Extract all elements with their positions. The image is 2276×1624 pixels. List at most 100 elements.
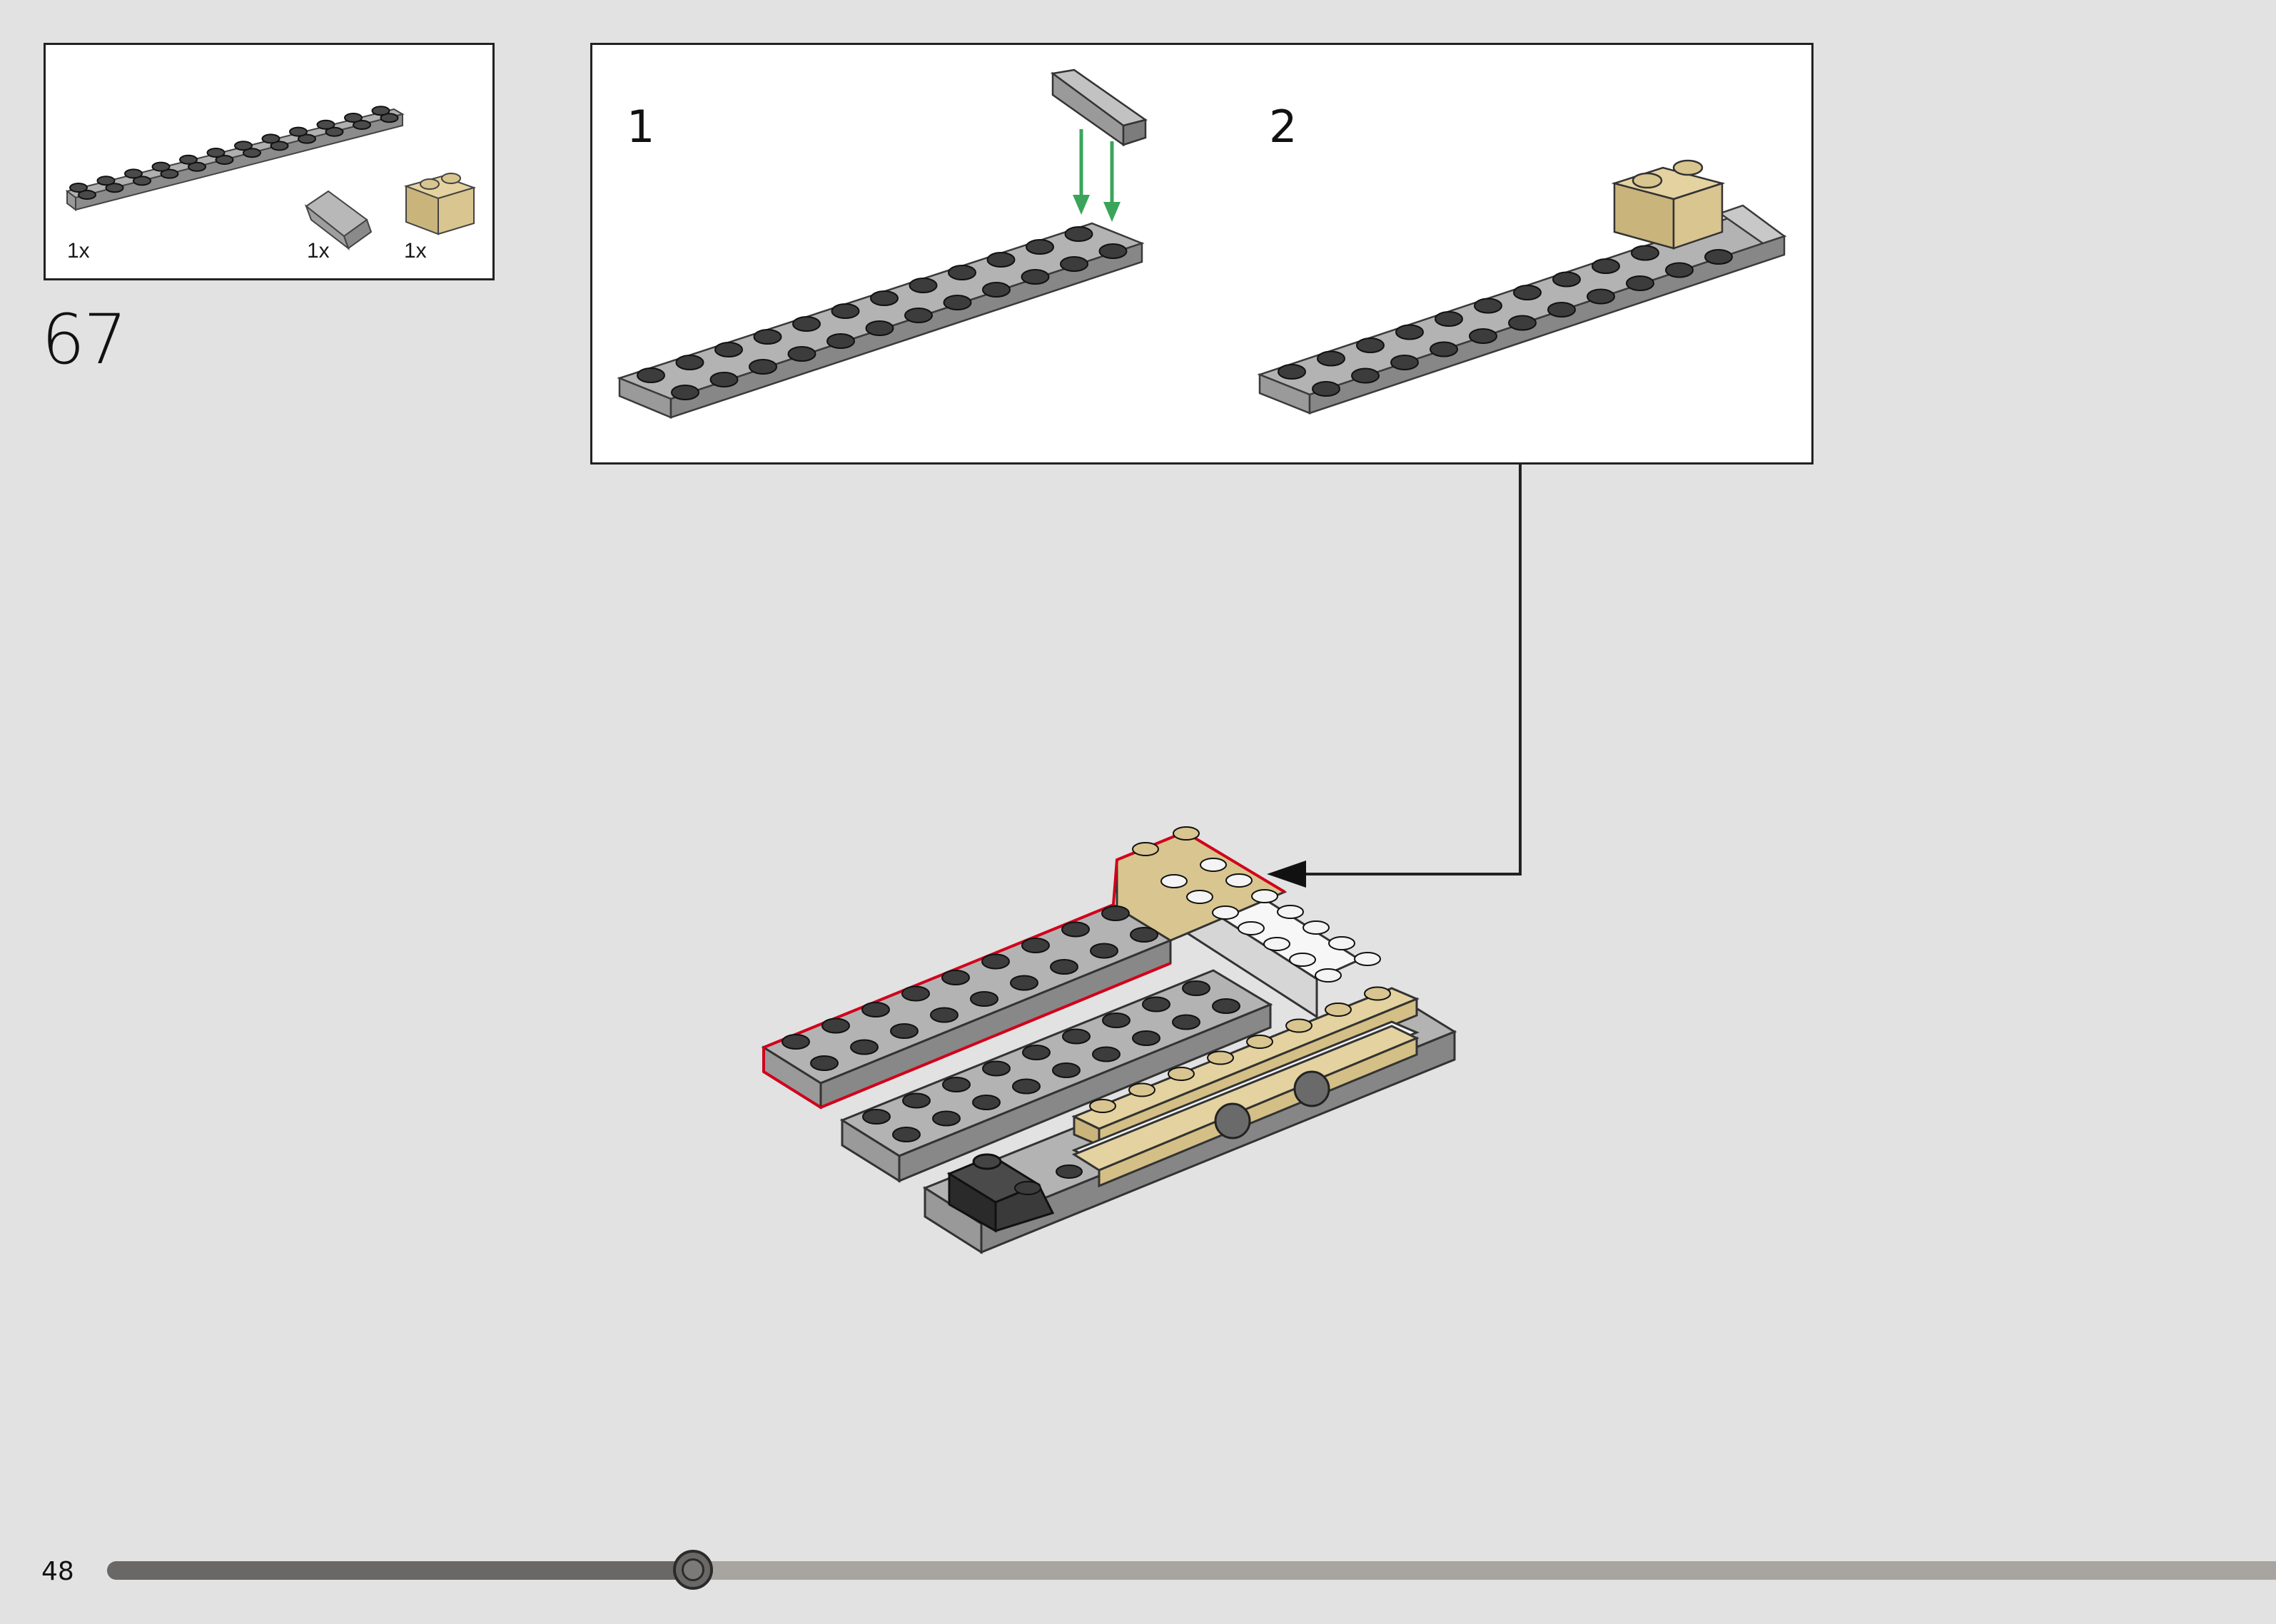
stud — [1026, 239, 1054, 255]
stud — [151, 161, 171, 172]
stud — [1128, 1082, 1155, 1097]
stud — [753, 329, 782, 345]
middle-grey-plate — [839, 969, 1273, 1183]
substep-1-plate — [617, 222, 1145, 419]
stud — [1277, 905, 1304, 919]
stud — [862, 1109, 891, 1125]
stud — [1014, 1181, 1041, 1195]
stud — [782, 1034, 810, 1050]
part-qty-brick: 1x — [404, 239, 427, 263]
page-number: 48 — [41, 1557, 74, 1586]
stud — [902, 1092, 931, 1109]
stud — [792, 316, 821, 332]
stud — [970, 991, 998, 1007]
stud — [1312, 381, 1340, 397]
step-number: 67 — [41, 300, 127, 380]
stud — [1263, 937, 1290, 951]
callout-leader-line — [1285, 465, 1522, 876]
stud — [1351, 367, 1380, 384]
slope-tile-part — [304, 190, 373, 250]
stud — [831, 303, 860, 319]
stud — [1207, 1050, 1234, 1065]
stud — [1089, 1099, 1116, 1113]
stud — [1212, 998, 1240, 1014]
stud — [1012, 1078, 1041, 1095]
stud — [1130, 927, 1158, 943]
stud — [787, 346, 816, 362]
part-qty-slope: 1x — [307, 239, 330, 263]
stud — [709, 372, 739, 387]
stud — [850, 1039, 879, 1055]
stud — [1010, 975, 1038, 991]
stud — [942, 1077, 971, 1092]
stud — [215, 155, 234, 165]
stud — [1022, 1045, 1051, 1060]
stud — [353, 120, 371, 130]
stud — [1303, 920, 1330, 935]
parts-list-box: 1x 1x 1x — [44, 43, 495, 280]
stud — [1704, 249, 1733, 265]
stud — [948, 265, 976, 280]
stud — [1395, 324, 1424, 340]
stud — [1212, 905, 1239, 920]
tan-rail-assembly — [1071, 987, 1420, 1188]
stud — [671, 385, 699, 400]
green-placement-arrows — [1073, 129, 1121, 222]
stud — [1021, 938, 1050, 953]
stud — [1050, 959, 1078, 975]
stud — [637, 367, 665, 383]
part-qty-plate: 1x — [67, 239, 90, 263]
stud — [865, 320, 894, 336]
stud — [930, 1007, 959, 1023]
parts-illustration — [65, 106, 477, 250]
stud — [821, 1017, 850, 1034]
stud — [890, 1023, 919, 1039]
stud — [982, 282, 1011, 298]
stud — [371, 106, 390, 116]
stud — [1289, 953, 1316, 967]
progress-bar-fill — [107, 1561, 693, 1580]
substep-number-1: 1 — [627, 101, 655, 153]
stud — [810, 1055, 839, 1071]
highlighted-new-plate — [761, 830, 1288, 1110]
stud — [892, 1127, 921, 1142]
stud — [1285, 1018, 1313, 1033]
stud — [160, 168, 179, 179]
stud — [243, 148, 261, 158]
substep-1-slope-piece — [1050, 68, 1148, 147]
stud — [1098, 243, 1128, 259]
stud — [1592, 258, 1620, 274]
stud — [861, 1002, 890, 1017]
stud — [1251, 889, 1278, 903]
stud — [380, 113, 399, 123]
substep-2-plate — [1257, 204, 1787, 415]
stud — [1092, 1046, 1121, 1062]
stud — [749, 359, 777, 375]
stud — [1547, 302, 1576, 318]
stud — [981, 953, 1010, 970]
stud — [1186, 890, 1213, 904]
stud — [289, 126, 308, 137]
stud — [1060, 256, 1088, 272]
stud — [1430, 341, 1458, 357]
stud — [325, 126, 344, 137]
stud — [1315, 968, 1342, 983]
stud — [78, 190, 96, 200]
progress-knob[interactable] — [672, 1550, 713, 1590]
grey-plate-part — [65, 108, 405, 211]
stud — [270, 141, 289, 151]
stud — [1246, 1035, 1273, 1049]
stud — [1160, 874, 1188, 888]
stud — [298, 133, 316, 144]
stud — [206, 148, 226, 158]
stud — [1238, 921, 1265, 935]
stud — [1061, 921, 1090, 938]
stud — [316, 119, 335, 130]
stud — [972, 1095, 1001, 1110]
stud — [1278, 364, 1306, 380]
stud — [941, 970, 970, 985]
stud — [96, 176, 116, 186]
stud — [344, 113, 363, 123]
